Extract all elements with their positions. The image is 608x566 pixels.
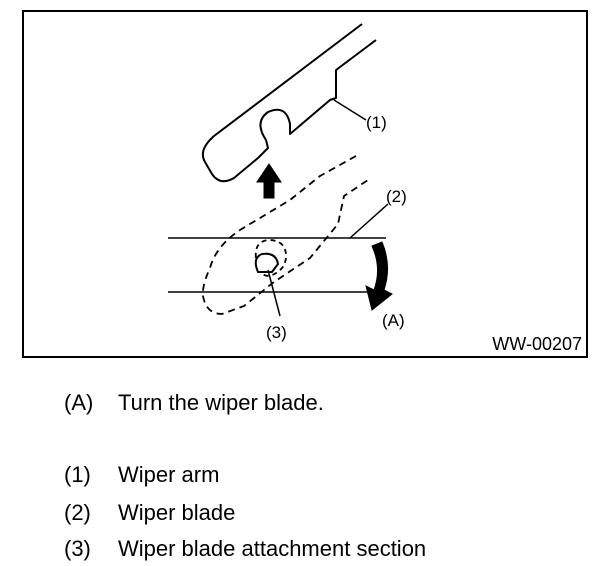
callout-attachment-section: (3) <box>266 323 287 342</box>
legend-row-action: (A) Turn the wiper blade. <box>64 390 324 416</box>
wiper-blade-leader <box>349 203 389 239</box>
legend-key-wiper-arm: (1) <box>64 462 91 487</box>
callout-wiper-blade: (2) <box>386 187 407 206</box>
callout-turn-direction: (A) <box>382 311 405 330</box>
figure-id-label: WW-00207 <box>492 334 582 354</box>
attachment-hook <box>254 252 280 273</box>
wiper-blade-outline <box>201 155 369 315</box>
legend-row-wiper-blade: (2) Wiper blade <box>64 500 235 526</box>
legend-text-wiper-arm: Wiper arm <box>118 462 220 487</box>
legend-key-wiper-blade: (2) <box>64 500 91 525</box>
callout-wiper-arm: (1) <box>366 113 387 132</box>
remove-direction-arrow <box>256 163 282 199</box>
legend-text-action: Turn the wiper blade. <box>118 390 324 415</box>
wiper-arm-outline <box>201 23 377 183</box>
legend-row-wiper-arm: (1) Wiper arm <box>64 462 219 488</box>
legend-key-attachment-section: (3) <box>64 536 91 561</box>
legend-text-wiper-blade: Wiper blade <box>118 500 236 525</box>
legend-text-attachment-section: Wiper blade attachment section <box>118 536 427 561</box>
turn-direction-arrow <box>365 241 393 311</box>
wiper-arm-leader <box>333 99 367 121</box>
legend-key-action: (A) <box>64 390 94 415</box>
attachment-section-leader <box>267 269 281 317</box>
legend-row-attachment-section: (3) Wiper blade attachment section <box>64 536 426 562</box>
